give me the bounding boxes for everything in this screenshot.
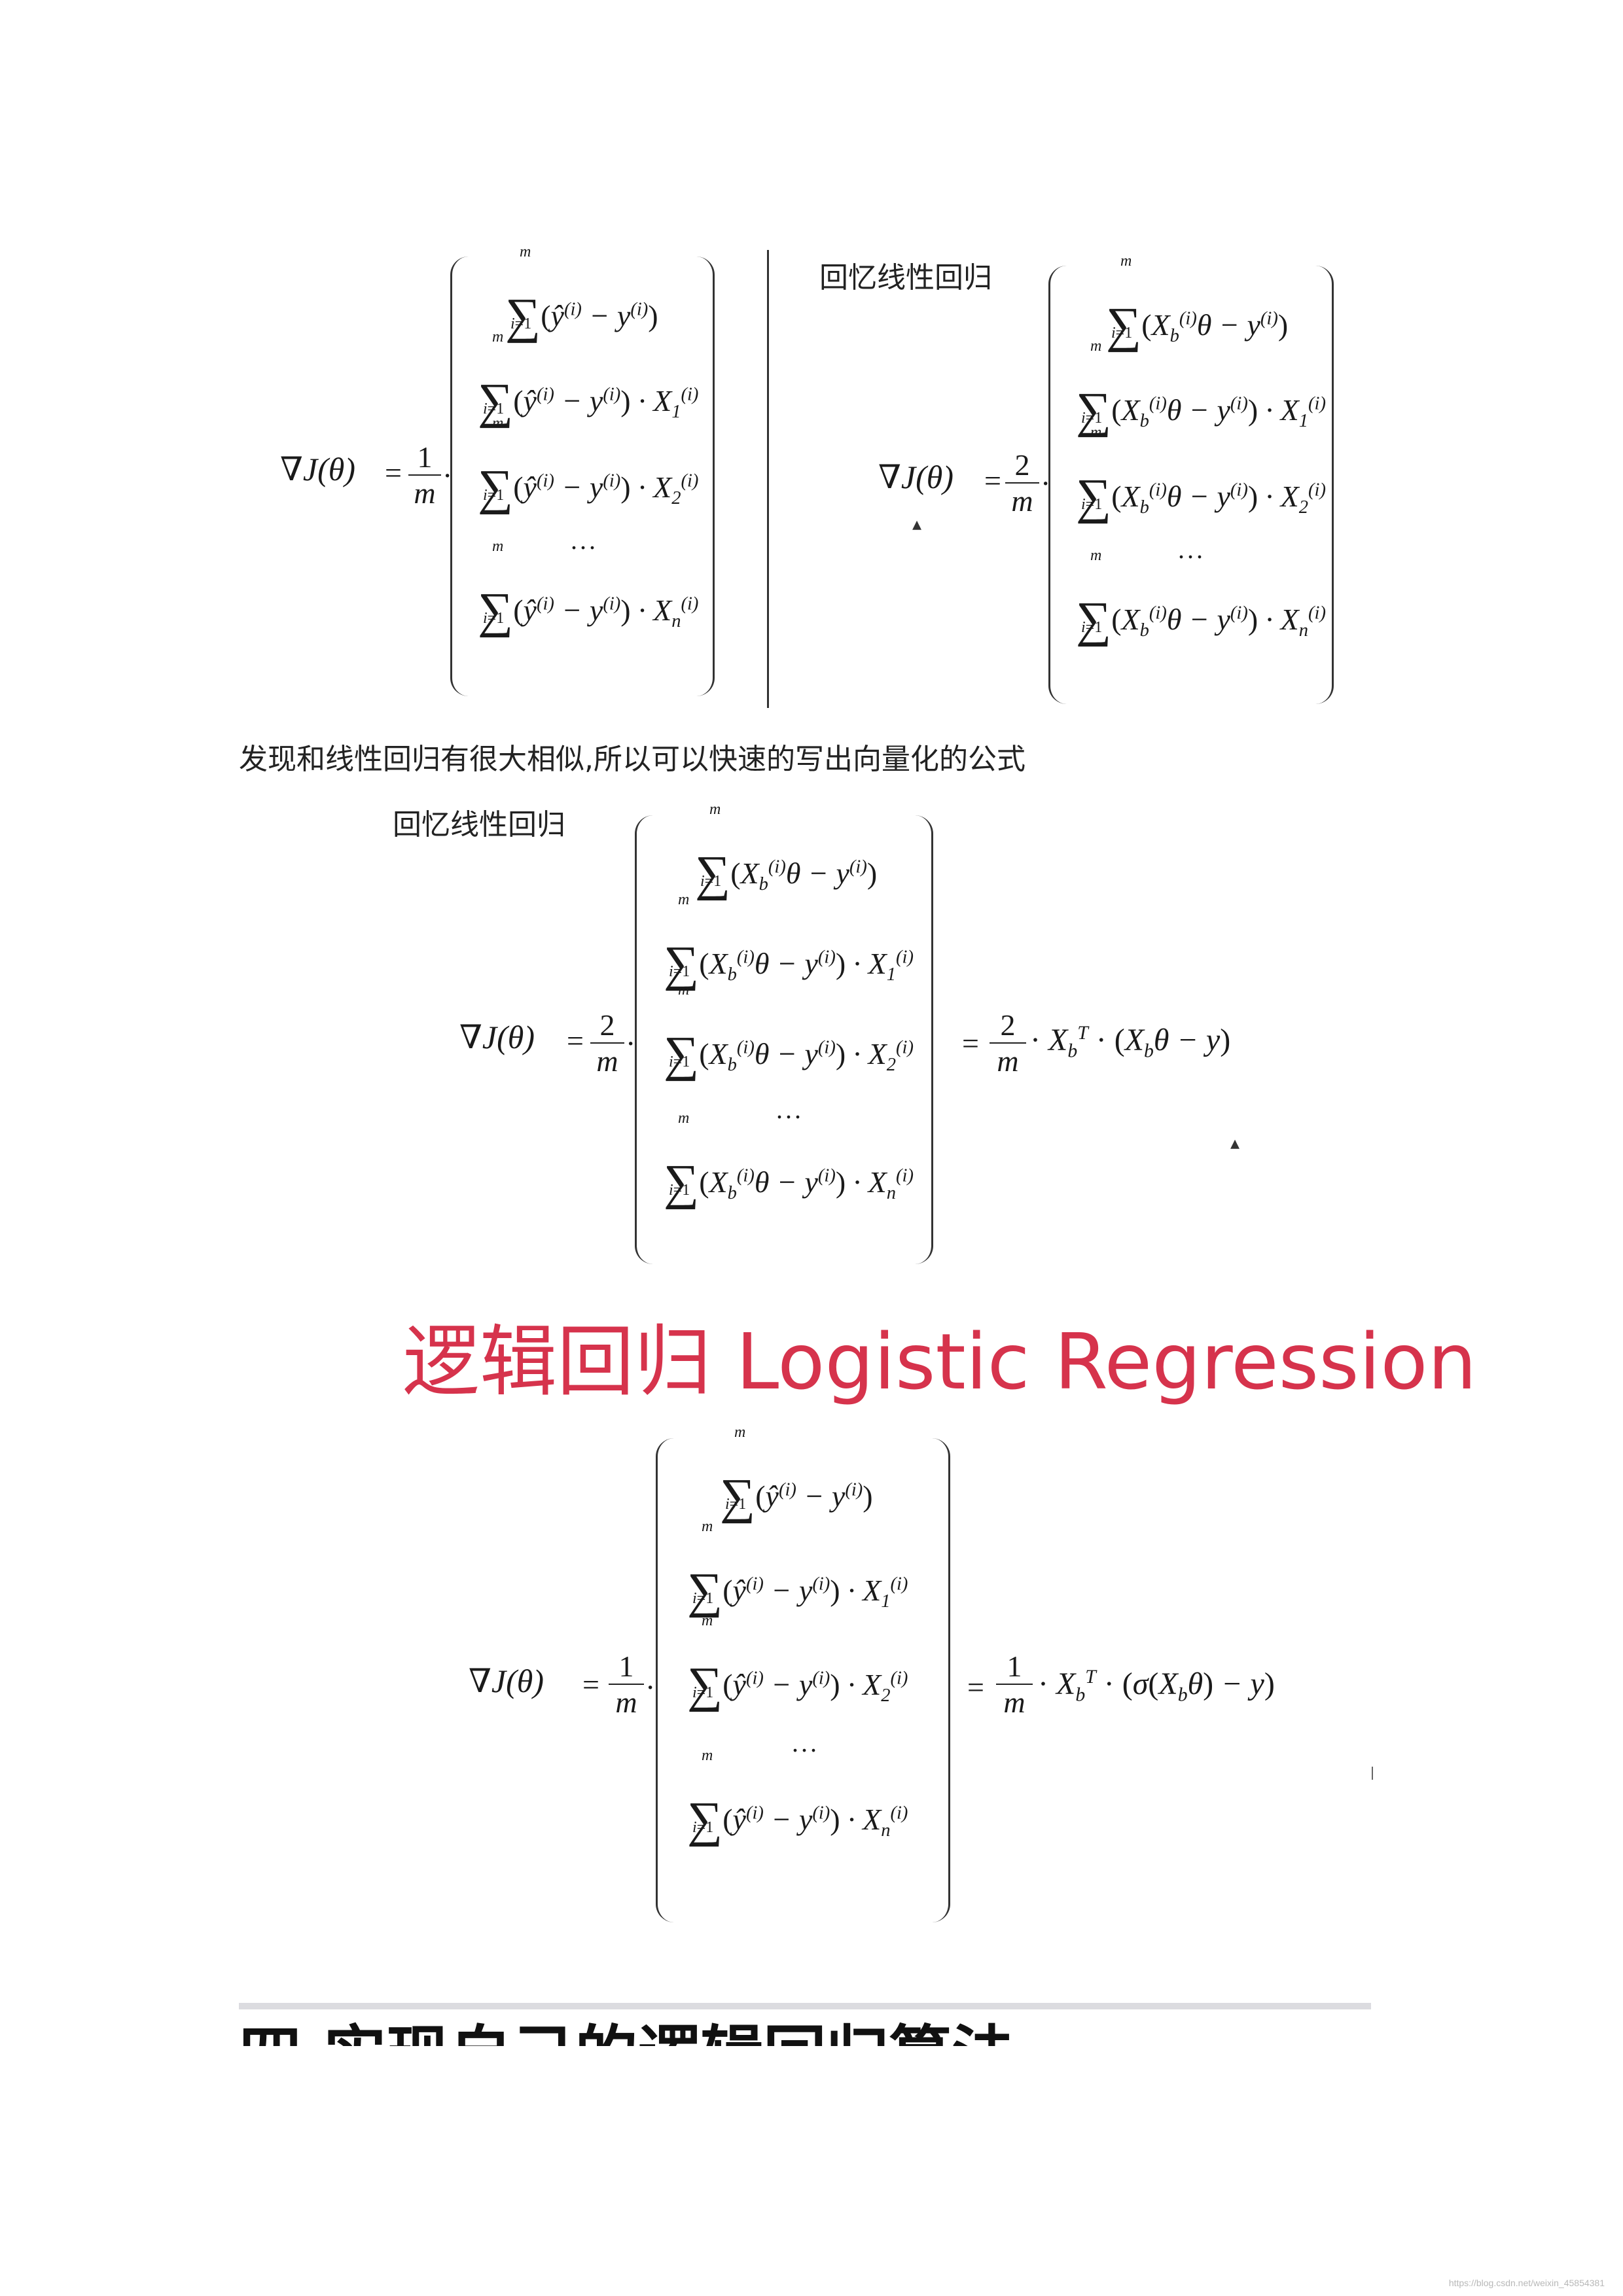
recall-linear-label-mid: 回忆线性回归 — [393, 808, 565, 841]
mouse-cursor-icon: ▴ — [1230, 1133, 1240, 1154]
lhs-grad-j: ∇J(θ) — [878, 459, 954, 495]
lhs-grad-j: ∇J(θ) — [280, 451, 355, 487]
recall-linear-label-top: 回忆线性回归 — [819, 261, 992, 294]
matrix-parentheses — [656, 1438, 950, 1922]
vectorized-rhs: · XbT · (Xbθ − y) — [1030, 1022, 1231, 1062]
logistic-regression-heading: 逻辑回归 Logistic Regression — [402, 1316, 1477, 1407]
horizontal-rule — [239, 2003, 1371, 2009]
vertical-divider — [767, 250, 769, 708]
vectorized-rhs: · XbT · (σ(Xbθ) − y) — [1038, 1666, 1275, 1706]
section-heading-cut: 四 实现自己的逻辑回归算法 — [239, 2019, 1014, 2046]
matrix-parentheses — [635, 815, 933, 1264]
lhs-grad-j: ∇J(θ) — [469, 1663, 544, 1699]
matrix-parentheses — [450, 256, 715, 696]
lhs-grad-j: ∇J(θ) — [459, 1019, 535, 1055]
mouse-cursor-icon: ▴ — [912, 514, 922, 535]
watermark-text: https://blog.csdn.net/weixin_45854381 — [1448, 2278, 1605, 2288]
observation-text: 发现和线性回归有很大相似,所以可以快速的写出向量化的公式 — [239, 743, 1026, 776]
matrix-parentheses — [1048, 266, 1334, 704]
